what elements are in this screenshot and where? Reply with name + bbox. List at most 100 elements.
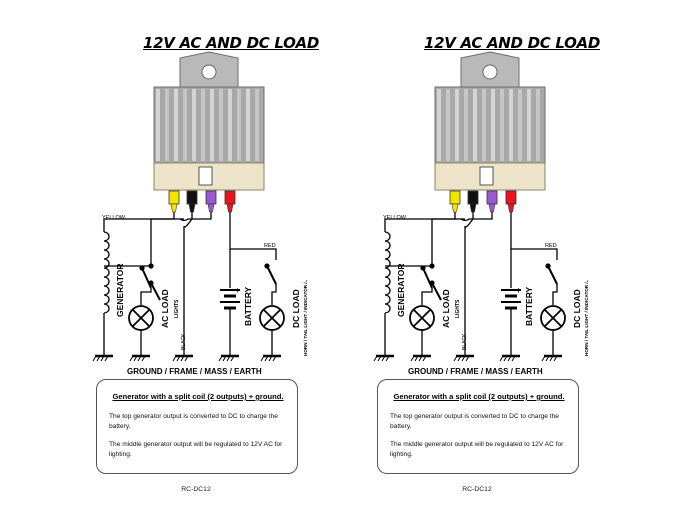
ground-symbol <box>92 354 113 362</box>
heatsink-fin <box>455 89 459 161</box>
dc-switch <box>545 263 558 285</box>
dc-load-items-label: HORN / TAIL LIGHT / INDICATOR /.. <box>303 279 308 356</box>
dc-load-wire <box>271 284 277 305</box>
connector-red <box>505 190 517 205</box>
ground-label: GROUND / FRAME / MASS / EARTH <box>408 367 543 376</box>
ground-symbol <box>410 354 431 362</box>
connector-pin-black <box>188 203 196 213</box>
ac-switch-2 <box>429 280 442 301</box>
yellow-wire-label: YELLOW <box>102 215 125 221</box>
battery-label: BATTERY <box>243 286 253 326</box>
heatsink-fin <box>165 89 169 161</box>
heatsink-fin <box>192 89 196 161</box>
wire-yellow <box>103 212 175 232</box>
junction-dot <box>148 263 154 269</box>
heatsink-fin <box>183 89 187 161</box>
yellow-wire-label: YELLOW <box>383 215 406 221</box>
ac-load-wire <box>140 288 152 305</box>
lights-label: LIGHTS <box>455 299 461 318</box>
heatsink-fin <box>174 89 178 161</box>
ground-symbol <box>499 354 520 362</box>
ac-lamp <box>409 305 435 331</box>
ground-symbol <box>373 354 394 362</box>
info-paragraph-2: The middle generator output will be regu… <box>390 441 564 458</box>
dc-load-items-label: HORN / TAIL LIGHT / INDICATOR /.. <box>584 279 589 356</box>
heatsink-fin <box>464 89 468 161</box>
black-wire-label: BLACK <box>462 333 468 350</box>
heatsink-fin <box>482 89 486 161</box>
heatsink-fin <box>446 89 450 161</box>
wire-purple <box>150 212 212 266</box>
diagram-panel-right: 12V AC AND DC LOAD YELLOW RED + GENERATO… <box>373 0 647 522</box>
heatsink-fin <box>255 89 259 161</box>
ac-switch-2 <box>148 280 161 301</box>
ground-symbol <box>172 354 193 362</box>
diagram-title: 12V AC AND DC LOAD <box>423 34 601 52</box>
dc-load-label: DC LOAD <box>572 289 582 328</box>
diagram-panel-left: 12V AC AND DC LOAD YELLOW RED + GENERATO… <box>92 0 366 522</box>
connector-pin-red <box>507 203 515 213</box>
ground-label: GROUND / FRAME / MASS / EARTH <box>127 367 262 376</box>
regulator-window <box>479 166 494 186</box>
dc-lamp <box>540 305 566 331</box>
heatsink-fin <box>246 89 250 161</box>
generator-coil <box>384 231 391 314</box>
wiring-diagram <box>373 51 566 362</box>
mounting-hole <box>201 64 217 80</box>
ground-symbol <box>541 354 562 362</box>
dc-lamp <box>259 305 285 331</box>
black-wire-label: BLACK <box>181 333 187 350</box>
wire-red <box>510 212 558 260</box>
wiring-diagram <box>92 51 285 362</box>
connector-yellow <box>168 190 180 205</box>
connector-yellow <box>449 190 461 205</box>
wire-yellow <box>384 212 456 232</box>
info-paragraph-2: The middle generator output will be regu… <box>109 441 283 458</box>
connector-black <box>467 190 479 205</box>
heatsink-fin <box>228 89 232 161</box>
dc-load-label: DC LOAD <box>291 289 301 328</box>
info-heading: Generator with a split coil (2 outputs) … <box>393 392 565 401</box>
connector-purple <box>486 190 498 205</box>
battery-plus-sign: + <box>235 286 240 295</box>
connector-pin-yellow <box>170 203 178 213</box>
heatsink-fin <box>527 89 531 161</box>
generator-label: GENERATOR <box>396 263 406 317</box>
connector-pin-yellow <box>451 203 459 213</box>
diagram-title: 12V AC AND DC LOAD <box>142 34 320 52</box>
ground-symbol <box>453 354 474 362</box>
dc-load-wire <box>552 284 558 305</box>
heatsink-fin <box>156 89 160 161</box>
ac-load-wire <box>421 288 433 305</box>
battery-plus-sign: + <box>516 286 521 295</box>
info-box: Generator with a split coil (2 outputs) … <box>377 379 579 474</box>
heatsink-fin <box>201 89 205 161</box>
ground-symbol <box>218 354 239 362</box>
connector-red <box>224 190 236 205</box>
ac-load-label: AC LOAD <box>441 289 451 328</box>
info-heading: Generator with a split coil (2 outputs) … <box>112 392 284 401</box>
model-code: RC-DC12 <box>462 486 492 493</box>
heatsink-fin <box>473 89 477 161</box>
connector-purple <box>205 190 217 205</box>
heatsink-fin <box>518 89 522 161</box>
connector-pin-purple <box>207 203 215 213</box>
mounting-hole <box>482 64 498 80</box>
connector-black <box>186 190 198 205</box>
battery-label: BATTERY <box>524 286 534 326</box>
red-wire-label: RED <box>264 243 276 249</box>
heatsink-fin <box>509 89 513 161</box>
heatsink-fin <box>536 89 540 161</box>
heatsink-fin <box>500 89 504 161</box>
heatsink-fin <box>437 89 441 161</box>
heatsink-fin <box>237 89 241 161</box>
connector-pin-black <box>469 203 477 213</box>
info-box: Generator with a split coil (2 outputs) … <box>96 379 298 474</box>
regulator-window <box>198 166 213 186</box>
dc-switch <box>264 263 277 285</box>
heatsink-fin <box>219 89 223 161</box>
ac-load-label: AC LOAD <box>160 289 170 328</box>
heatsink-fin <box>491 89 495 161</box>
connector-pin-purple <box>488 203 496 213</box>
regulator-heatsink <box>153 86 265 164</box>
